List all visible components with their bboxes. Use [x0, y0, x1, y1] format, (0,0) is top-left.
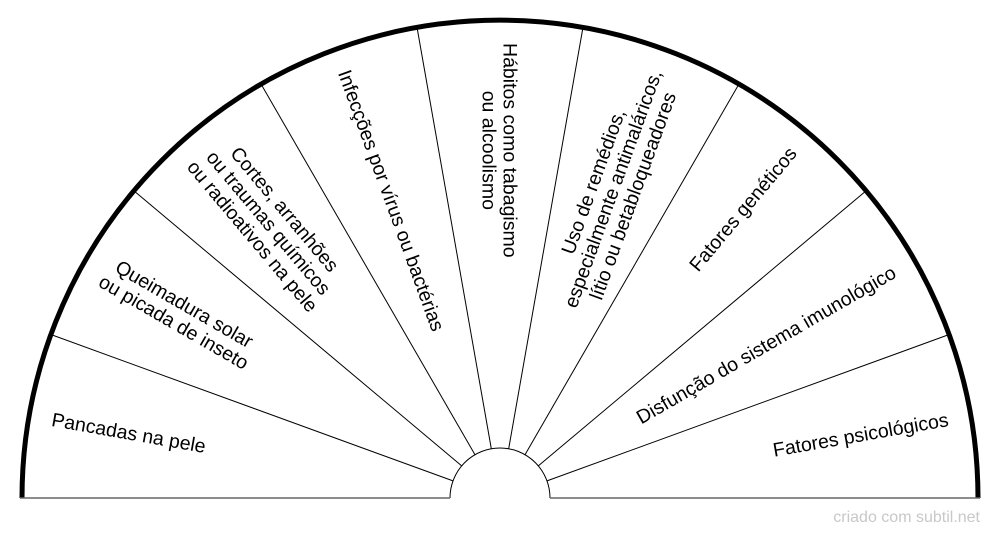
- svg-text:Queimadura solarou picada de i: Queimadura solarou picada de inseto: [95, 253, 263, 375]
- sector-label: Disfunção do sistema imunológico: [633, 262, 900, 429]
- sector-label-line: Hábitos como tabagismo: [499, 43, 521, 258]
- sector-divider: [416, 27, 492, 449]
- svg-text:Disfunção do sistema imunológi: Disfunção do sistema imunológico: [633, 262, 900, 429]
- sector-label-line: Fatores psicológicos: [771, 409, 950, 462]
- svg-text:Hábitos como tabagismoou alcoo: Hábitos como tabagismoou alcoolismo: [478, 43, 521, 258]
- svg-text:Uso de remédios,especialmente: Uso de remédios,especialmente antimalári…: [540, 60, 686, 318]
- sector-divider: [524, 83, 740, 455]
- svg-text:Fatores psicológicos: Fatores psicológicos: [771, 409, 950, 462]
- sector-label: Queimadura solarou picada de inseto: [95, 253, 263, 375]
- sector-label-line: Fatores genéticos: [685, 143, 802, 276]
- sector-divider: [508, 27, 584, 449]
- sector-label-line: Pancadas na pele: [50, 409, 208, 458]
- outer-arc: [19, 17, 981, 499]
- sector-label: Fatores psicológicos: [771, 409, 950, 462]
- sector-label-line: Disfunção do sistema imunológico: [633, 262, 900, 429]
- sector-divider: [50, 334, 454, 482]
- sector-label: Hábitos como tabagismoou alcoolismo: [478, 43, 521, 258]
- sector-label: Pancadas na pele: [50, 409, 208, 458]
- sector-label-line: ou alcoolismo: [478, 91, 500, 210]
- svg-text:Cortes, arranhõesou traumas qu: Cortes, arranhõesou traumas químicosou r…: [182, 130, 354, 317]
- sector-label: Fatores genéticos: [685, 143, 802, 276]
- sector-divider: [546, 334, 950, 482]
- svg-text:Pancadas na pele: Pancadas na pele: [50, 409, 208, 458]
- sector-label: Cortes, arranhõesou traumas químicosou r…: [182, 130, 354, 317]
- sector-divider: [133, 190, 463, 467]
- sector-label: Uso de remédios,especialmente antimalári…: [540, 60, 686, 318]
- svg-text:Fatores genéticos: Fatores genéticos: [685, 143, 802, 276]
- inner-semicircle: [449, 447, 551, 499]
- sector-divider: [537, 190, 867, 467]
- sector-label-line: ou traumas químicos: [201, 147, 334, 300]
- sector-divider: [260, 83, 476, 455]
- footer-credit: criado com subtil.net: [833, 509, 980, 526]
